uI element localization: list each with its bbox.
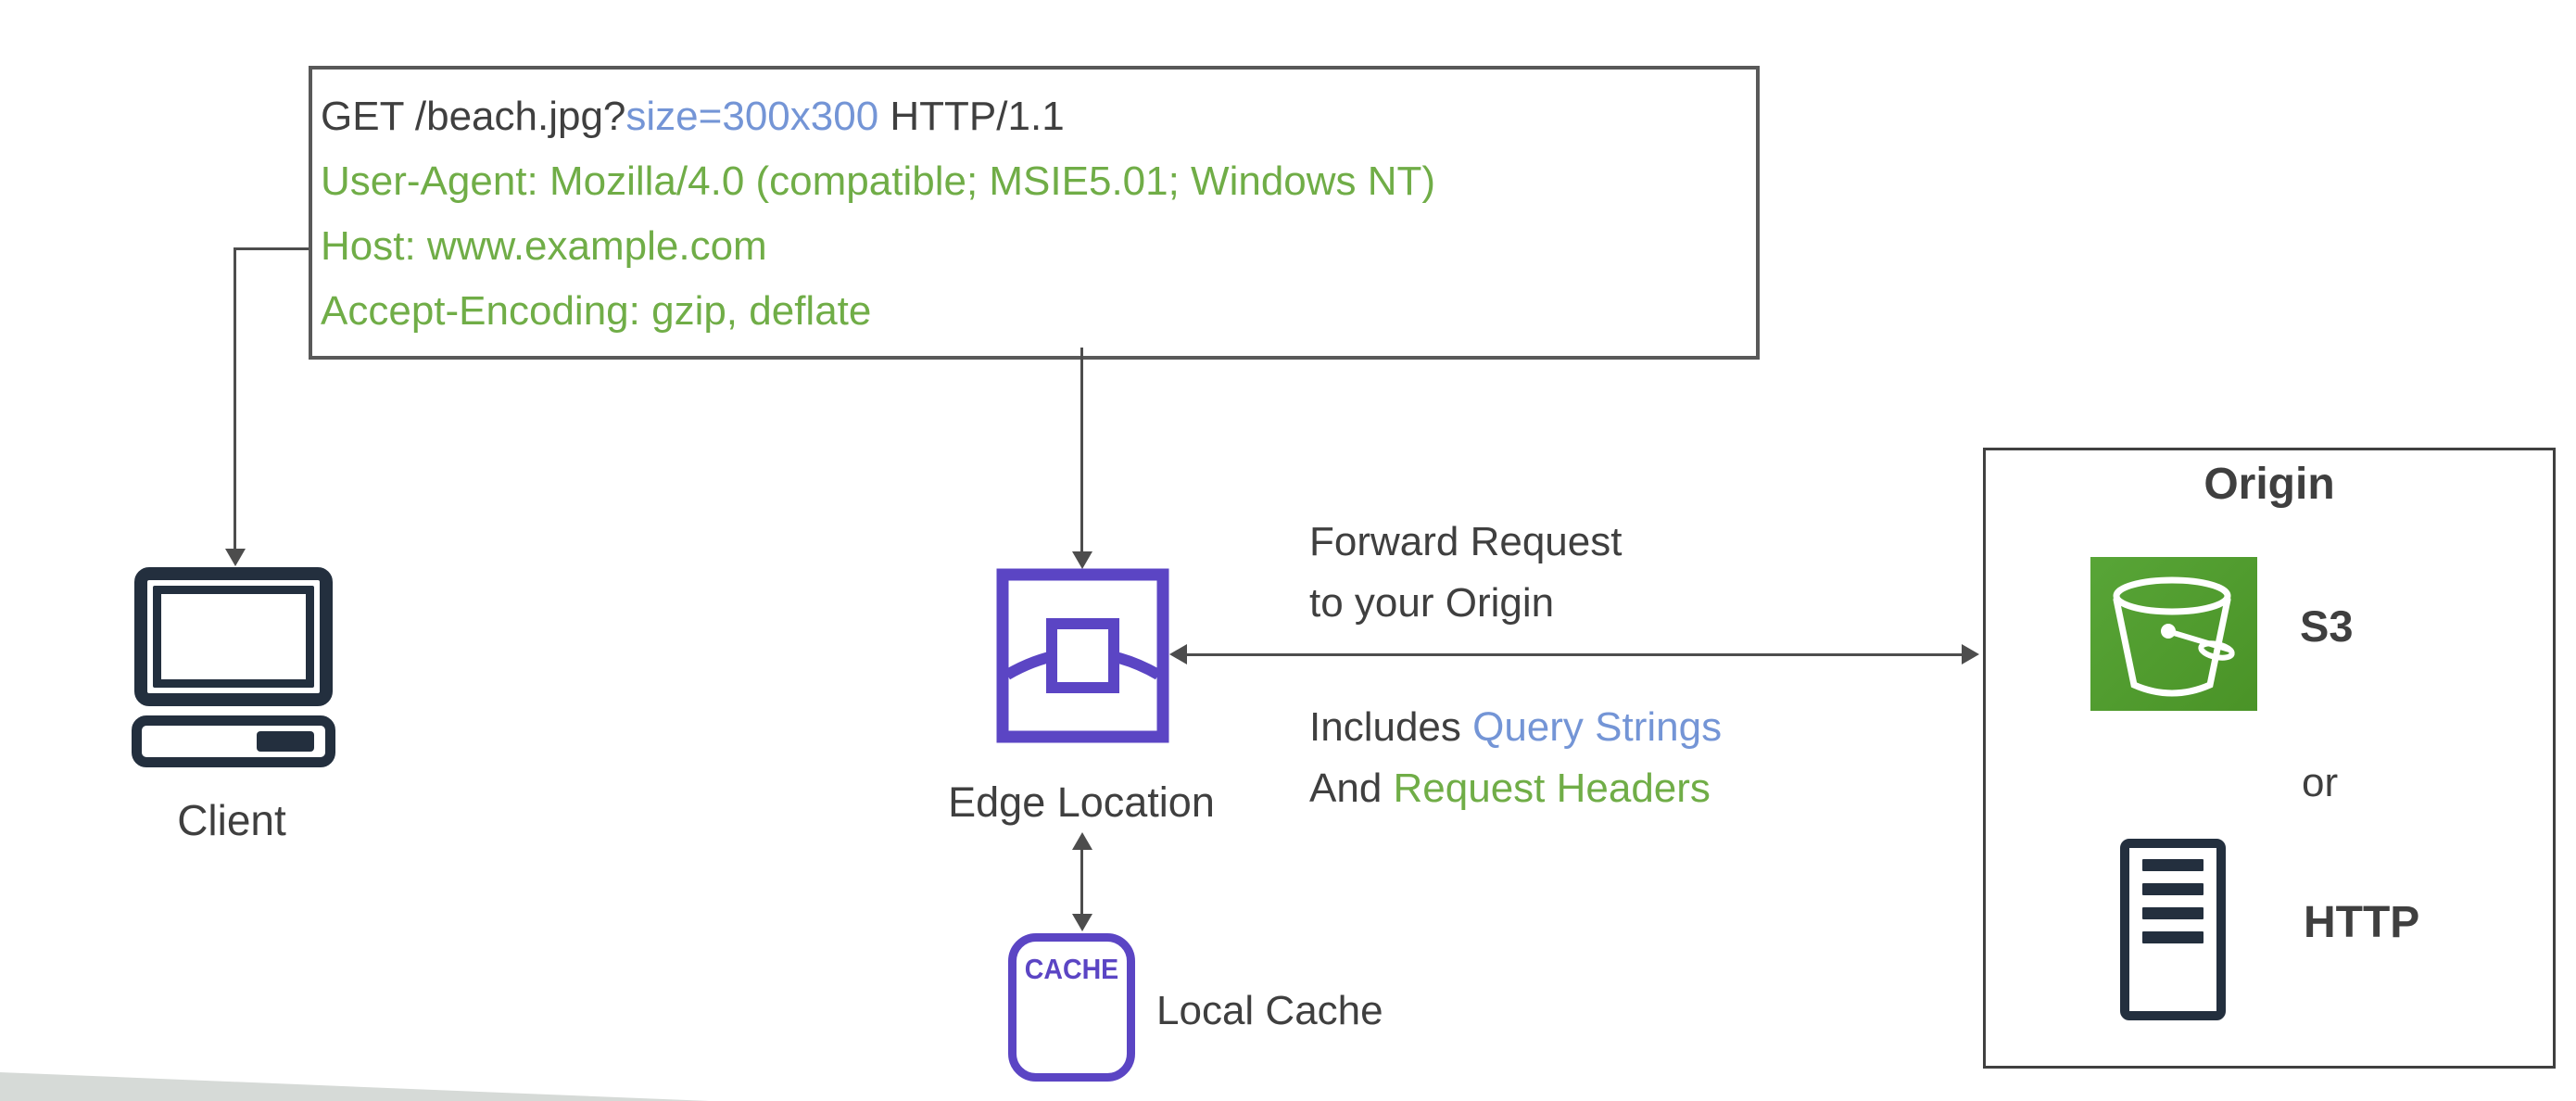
includes-line1: Includes Query Strings [1309, 697, 1722, 758]
cache-box-text: CACHE [1024, 953, 1119, 985]
and-prefix: And [1309, 766, 1394, 811]
arrowhead-toward-edge-from-cache [1072, 832, 1092, 850]
client-monitor-icon [134, 567, 333, 706]
local-cache-label: Local Cache [1156, 988, 1383, 1033]
or-label: or [2302, 760, 2339, 805]
request-user-agent-header: User-Agent: Mozilla/4.0 (compatible; MSI… [321, 158, 1436, 204]
server-bar [2142, 931, 2203, 943]
connector-box-to-edge-vertical [1080, 348, 1083, 553]
request-headers-text: Request Headers [1393, 766, 1711, 811]
edge-origin-arrow-line [1185, 653, 1964, 656]
request-accept-encoding-header: Accept-Encoding: gzip, deflate [321, 288, 872, 334]
request-http-version: HTTP/1.1 [878, 94, 1065, 139]
request-line-1: GET /beach.jpg?size=300x300 HTTP/1.1 [321, 84, 1756, 149]
server-bar [2142, 907, 2203, 919]
arrowhead-toward-edge [1169, 644, 1187, 664]
forward-request-line1: Forward Request [1309, 519, 1623, 564]
connector-box-to-client-vertical [234, 247, 236, 550]
client-keyboard-key [257, 731, 314, 752]
edge-cache-arrow-line [1080, 847, 1083, 916]
forward-request-text: Forward Request to your Origin [1309, 512, 1622, 634]
request-host-header: Host: www.example.com [321, 223, 767, 269]
cache-box-icon: CACHE [1008, 933, 1135, 1082]
arrowhead-to-edge-icon [1072, 551, 1092, 569]
edge-location-icon [996, 568, 1169, 743]
origin-title: Origin [2203, 460, 2335, 509]
request-query-string: size=300x300 [625, 94, 879, 139]
http-server-icon [2120, 839, 2226, 1020]
http-request-box: GET /beach.jpg?size=300x300 HTTP/1.1 Use… [309, 66, 1760, 360]
client-monitor-screen [153, 586, 314, 688]
arrowhead-toward-origin [1962, 644, 1979, 664]
request-method-path: GET /beach.jpg? [321, 94, 626, 139]
edge-location-label: Edge Location [948, 778, 1215, 826]
includes-prefix: Includes [1309, 704, 1473, 750]
server-bar [2142, 883, 2203, 895]
s3-bucket-glyph [2113, 576, 2235, 697]
client-keyboard-icon [132, 715, 335, 767]
includes-text: Includes Query Strings And Request Heade… [1309, 697, 1722, 819]
corner-wedge-decoration [0, 1072, 709, 1101]
client-label: Client [177, 796, 286, 844]
forward-request-line2: to your Origin [1309, 580, 1555, 626]
arrowhead-to-client-icon [225, 549, 246, 566]
includes-line2: And Request Headers [1309, 758, 1722, 819]
s3-label: S3 [2300, 601, 2354, 651]
origin-box [1983, 448, 2556, 1069]
includes-query-strings: Query Strings [1472, 704, 1723, 750]
arrowhead-toward-cache [1072, 914, 1092, 931]
server-bar [2142, 859, 2203, 871]
http-label: HTTP [2304, 898, 2420, 947]
connector-box-to-client-horizontal [234, 247, 309, 250]
